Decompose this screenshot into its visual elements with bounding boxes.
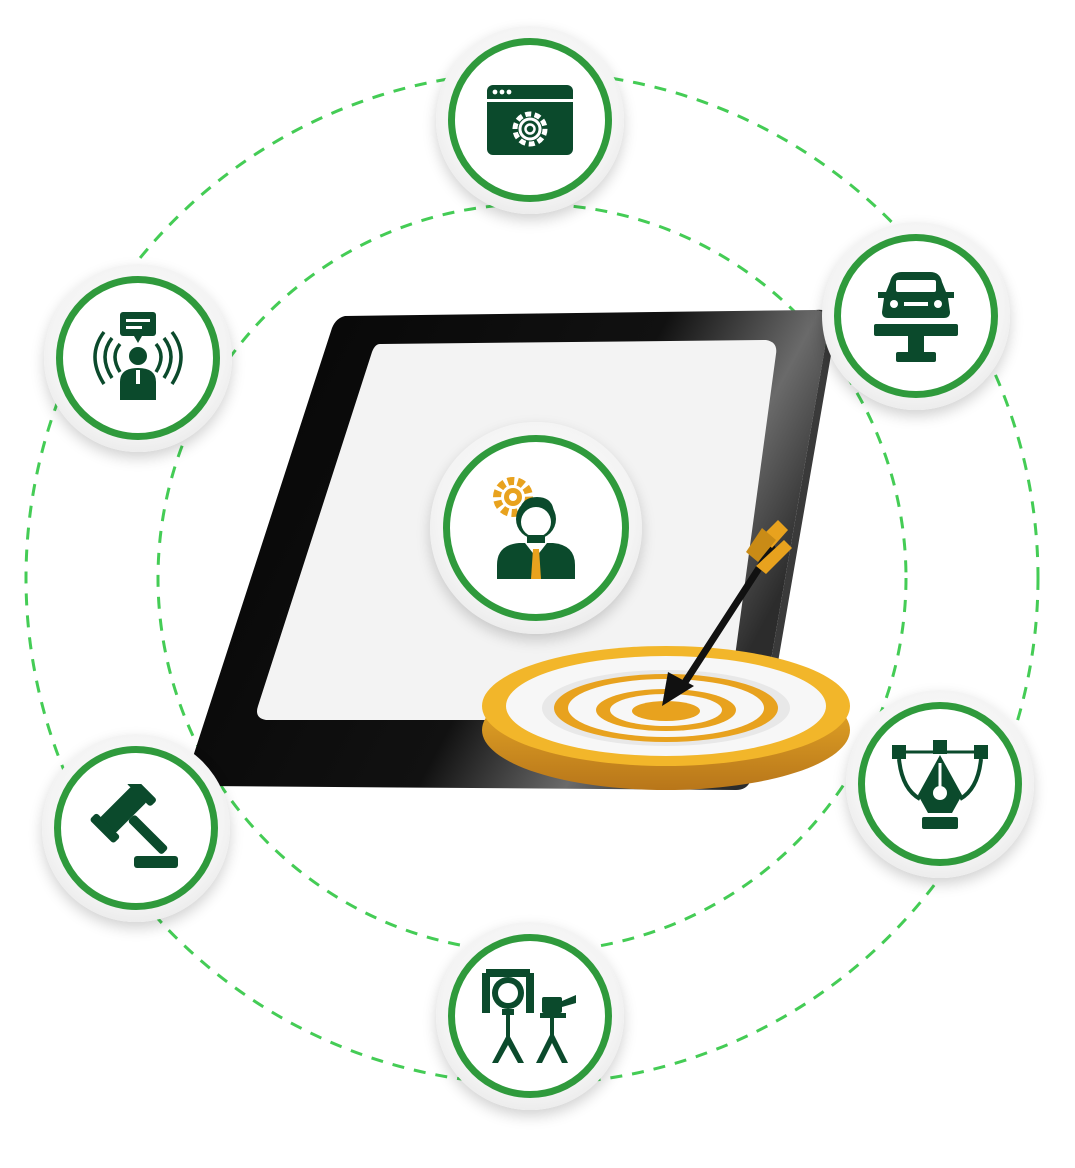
broadcaster-speaker-icon <box>93 312 183 400</box>
node-right-lower[interactable] <box>846 690 1034 878</box>
arrow-icon <box>662 520 792 706</box>
pen-tool-vector-icon <box>892 740 988 829</box>
node-left-upper[interactable] <box>44 264 232 452</box>
gavel-icon <box>90 784 178 868</box>
browser-settings-icon <box>487 85 573 155</box>
target-dartboard-icon <box>482 646 850 790</box>
node-center[interactable] <box>430 422 642 634</box>
studio-camera-light-icon <box>482 969 576 1063</box>
car-lift-icon <box>874 272 958 362</box>
businessman-gear-icon <box>493 477 575 579</box>
node-left-lower[interactable] <box>42 734 230 922</box>
node-bottom[interactable] <box>436 922 624 1110</box>
node-top[interactable] <box>436 26 624 214</box>
node-right-upper[interactable] <box>822 222 1010 410</box>
